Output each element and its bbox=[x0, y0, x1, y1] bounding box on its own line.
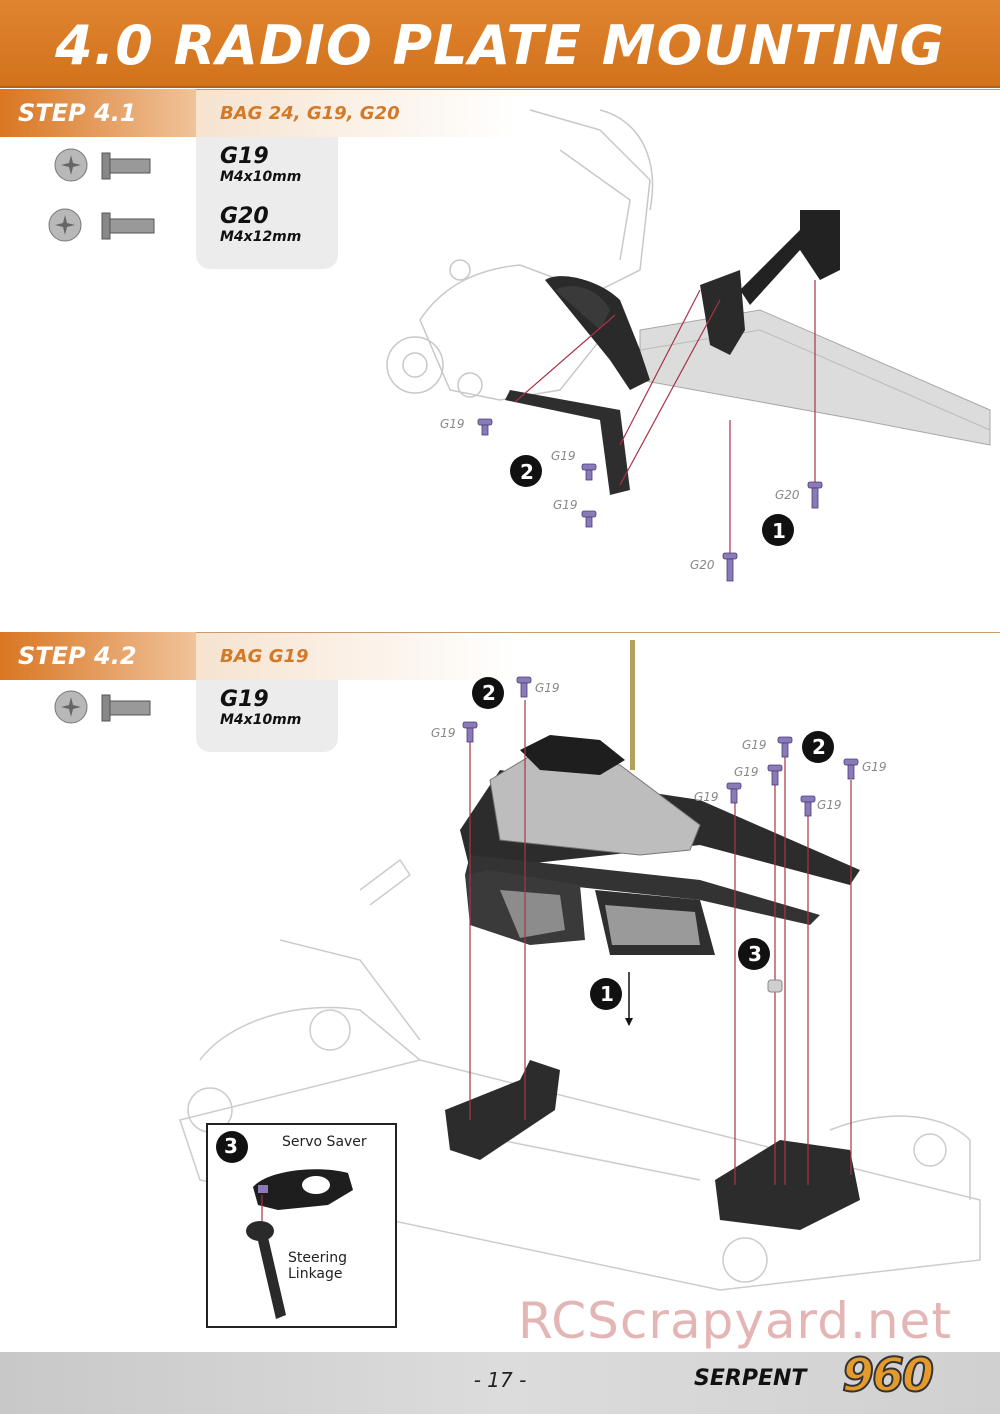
part-size: M4x10mm bbox=[220, 712, 302, 728]
part-size: M4x12mm bbox=[220, 229, 302, 245]
part-size: M4x10mm bbox=[220, 169, 302, 185]
brand-logo: SERPENT bbox=[694, 1366, 807, 1391]
screw-callout: G19 bbox=[862, 760, 887, 774]
part-code: G19 bbox=[220, 687, 269, 712]
step-number: 3 bbox=[748, 942, 762, 966]
screw-side-icon bbox=[101, 212, 155, 240]
step-number: 2 bbox=[520, 460, 534, 484]
screw-callout: G19 bbox=[553, 498, 578, 512]
servo-saver-inset: 3 Servo Saver Steering Linkage bbox=[206, 1123, 397, 1328]
screw-callout: G20 bbox=[690, 558, 715, 572]
step-4-1-diagram bbox=[386, 109, 991, 582]
servo-saver-label: Servo Saver bbox=[282, 1134, 367, 1150]
step-number: 3 bbox=[224, 1134, 238, 1158]
screw-callout: G19 bbox=[535, 681, 560, 695]
screw-callout: G19 bbox=[817, 798, 842, 812]
step-4-2-parts-box bbox=[196, 680, 338, 752]
step-number: 1 bbox=[772, 519, 786, 543]
screw-callout: G19 bbox=[742, 738, 767, 752]
step-number: 2 bbox=[812, 735, 826, 759]
steering-linkage-label: Steering bbox=[288, 1250, 348, 1266]
screw-callout: G19 bbox=[440, 417, 465, 431]
screw-head-icon bbox=[48, 208, 82, 242]
page-number: - 17 - bbox=[473, 1368, 527, 1392]
part-code: G20 bbox=[220, 204, 269, 229]
model-logo: 960 bbox=[841, 1347, 935, 1403]
page-footer: - 17 - SERPENT 960 bbox=[0, 1347, 1000, 1414]
servo-saver-illustration bbox=[216, 1131, 353, 1319]
part-code: G19 bbox=[220, 144, 269, 169]
screw-callout: G19 bbox=[431, 726, 456, 740]
step-4-1-parts-box bbox=[196, 137, 338, 269]
screw-head-icon bbox=[54, 690, 88, 724]
screw-callout: G19 bbox=[694, 790, 719, 804]
screw-callout: G19 bbox=[551, 449, 576, 463]
screw-callout: G19 bbox=[734, 765, 759, 779]
page-header: 4.0 RADIO PLATE MOUNTING bbox=[0, 0, 1000, 88]
steering-linkage-label: Linkage bbox=[288, 1266, 343, 1282]
step-number: 2 bbox=[482, 681, 496, 705]
step-4-2-diagram bbox=[179, 640, 981, 1291]
page-title: 4.0 RADIO PLATE MOUNTING bbox=[55, 14, 945, 77]
step-4-2-label: STEP 4.2 bbox=[0, 632, 196, 680]
watermark: RCScrapyard.net bbox=[518, 1292, 952, 1350]
screw-side-icon bbox=[101, 694, 151, 722]
screw-side-icon bbox=[101, 152, 151, 180]
screw-callout: G20 bbox=[775, 488, 800, 502]
step-4-1-label: STEP 4.1 bbox=[0, 89, 196, 137]
screw-head-icon bbox=[54, 148, 88, 182]
step-4-2-bag: BAG G19 bbox=[196, 632, 1000, 680]
step-number: 1 bbox=[600, 982, 614, 1006]
